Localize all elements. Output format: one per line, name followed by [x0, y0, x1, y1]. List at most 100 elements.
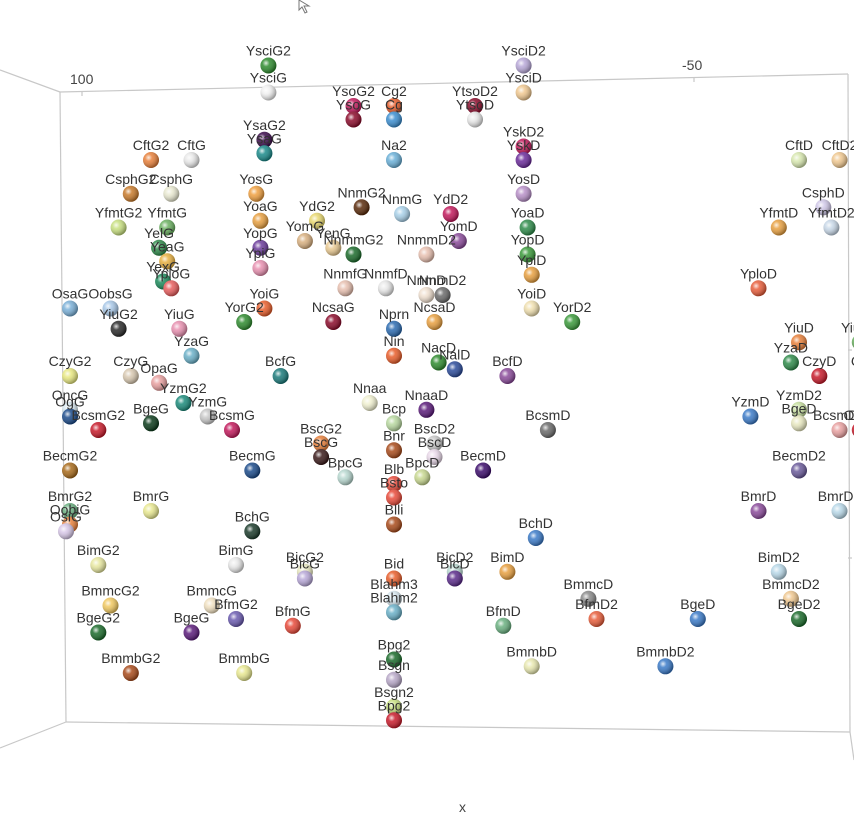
point-label: NnmfG [323, 265, 367, 281]
point-marker-shading [515, 138, 532, 155]
point-BchD: BchD [519, 515, 553, 546]
point-YsoG2: YsoG2 [332, 83, 375, 114]
point-label: Bid [384, 556, 404, 572]
point-label: YeaG [150, 238, 185, 254]
point-marker-shading [851, 336, 854, 348]
point-label: BecmG [229, 448, 276, 464]
point-YoiD: YoiD [517, 286, 546, 317]
point-marker-shading [782, 354, 799, 371]
point-marker-shading [386, 516, 402, 533]
point-NacD: NacD [421, 340, 456, 371]
point-label: BcfD [492, 353, 522, 369]
point-marker-shading [386, 98, 402, 114]
point-label: YexG [146, 259, 180, 275]
point-YiuG: YiuG [164, 306, 195, 337]
point-marker-shading [523, 658, 540, 675]
point-label: BecmD [460, 448, 506, 464]
point-label: BmrG [133, 488, 170, 504]
point-label: CsphD [802, 184, 845, 200]
point-YoaG: YoaG [243, 198, 278, 229]
point-marker-shading [791, 462, 807, 479]
point-label: YzaG [174, 333, 209, 349]
point-label: NcsaG [312, 299, 355, 315]
point-label: CftG2 [133, 137, 170, 153]
point-marker-shading [831, 503, 848, 519]
point-YsciG: YsciG [250, 70, 287, 101]
point-label: YzmD [731, 394, 769, 410]
point-BgeD: BgeD [680, 596, 715, 627]
point-NnmG2: NnmG2 [337, 184, 386, 216]
point-label: OsiG [50, 508, 82, 524]
point-marker-shading [228, 611, 244, 627]
point-label: YomG [286, 218, 324, 234]
point-marker-shading [163, 280, 180, 297]
point-label: BgeG [133, 400, 169, 416]
point-YoaD: YoaD [511, 205, 544, 236]
point-marker-shading [151, 239, 168, 256]
point-label: BicG2 [286, 549, 324, 565]
point-marker-shading [183, 152, 200, 168]
point-marker-shading [499, 368, 516, 384]
point-label: YsciG2 [246, 43, 291, 59]
point-YiuD: YiuD [784, 319, 814, 351]
point-label: BimG [219, 542, 254, 558]
point-label: BfmD [486, 603, 521, 619]
point-label: CftD [785, 137, 813, 153]
point-marker-shading [256, 131, 273, 148]
point-NcsaD: NcsaD [413, 299, 456, 330]
point-NnmfG: NnmfG [323, 265, 368, 297]
point-label: BmmcG [187, 583, 238, 599]
point-marker-shading [418, 246, 435, 263]
point-label: BscD [418, 434, 451, 450]
point-BmmbD2: BmmbD2 [636, 643, 695, 675]
point-YsaG2: YsaG2 [243, 117, 286, 148]
point-YtsoD: YtsoD [456, 97, 494, 128]
point-marker-shading [110, 320, 127, 337]
point-BimD2: BimD2 [758, 549, 800, 580]
point-YfmtD2: YfmtD2 [808, 205, 854, 236]
point-BicG: BicG [290, 556, 320, 587]
point-marker-shading [143, 415, 159, 432]
point-label: YenG [316, 225, 351, 241]
point-label: BfmG [275, 603, 311, 619]
point-YpiD: YpiD [517, 252, 546, 283]
point-marker-shading [337, 469, 354, 486]
point-label: YorD2 [553, 299, 592, 315]
point-label: BgeD [781, 400, 816, 416]
point-label: BcsmG2 [71, 407, 125, 423]
point-label: YdG2 [299, 198, 335, 214]
point-marker-shading [345, 98, 362, 114]
point-BmmbG2: BmmbG2 [101, 650, 161, 681]
point-label: Bsto [380, 475, 408, 491]
point-marker-shading [386, 671, 402, 688]
point-marker-shading [426, 449, 443, 465]
point-marker-shading [588, 611, 605, 627]
point-marker-shading [252, 260, 269, 276]
point-label: Bcp [382, 400, 406, 416]
point-YsaG: YsaG [247, 130, 282, 162]
point-label: YzmD2 [776, 387, 822, 403]
point-NnmG: NnmG [382, 191, 422, 222]
point-label: OgG [55, 394, 85, 410]
point-YorD2: YorD2 [553, 299, 592, 330]
point-label: BicD2 [436, 549, 474, 565]
point-marker-shading [228, 557, 244, 573]
point-marker-shading [386, 320, 402, 337]
point-CftD2: CftD2 [822, 137, 854, 168]
point-Cg2: Cg2 [381, 83, 407, 114]
point-Bpg2: Bpg2 [378, 697, 411, 729]
point-marker-shading [811, 368, 828, 384]
point-YsciD2: YsciD2 [501, 43, 546, 74]
point-BscD: BscD [418, 434, 451, 465]
point-marker-shading [386, 415, 402, 432]
point-marker-shading [62, 300, 78, 317]
point-marker-shading [495, 617, 512, 634]
point-label: BchD [519, 515, 553, 531]
point-label: NnmD2 [419, 272, 467, 288]
point-label: BmmbG [219, 650, 270, 666]
point-Blli: Blli [385, 502, 403, 533]
point-marker-shading [831, 422, 848, 438]
point-marker-shading [260, 84, 277, 101]
point-marker-shading [527, 530, 544, 546]
point-YorG2: YorG2 [225, 299, 264, 330]
